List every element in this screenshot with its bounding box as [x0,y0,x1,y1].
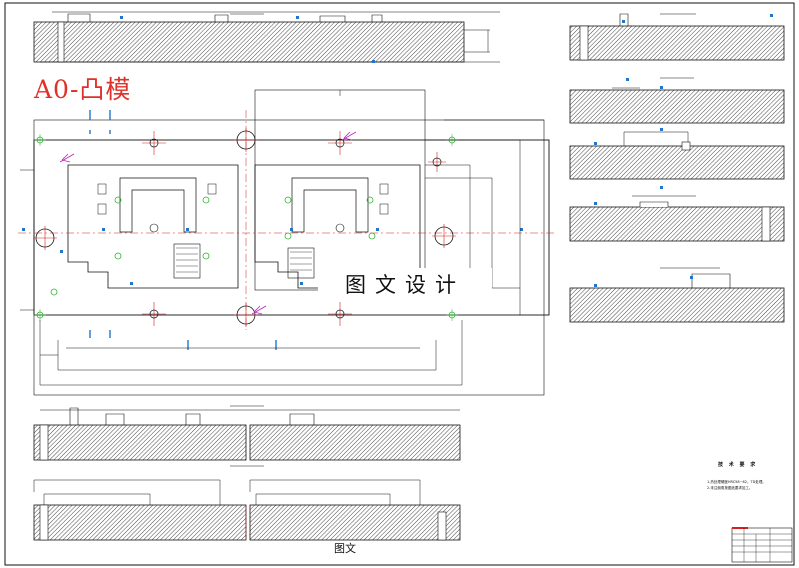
sheet-border [4,2,795,566]
drawing-title: A0-凸模 [34,75,132,104]
right-section-views [569,13,785,323]
top-section-view [33,11,500,63]
watermark-bottom: 图文 [327,542,363,556]
title-block [731,527,793,563]
technical-note-line: 2.未注倒角按图纸要求加工。 [707,486,753,490]
technical-note-line: 1.热处理硬度HRC58~62，TD处理。 [707,480,766,484]
technical-notes-heading: 技 术 要 求 [718,462,758,468]
bottom-section-views [33,405,461,541]
watermark: 图文设计 [318,268,492,302]
main-plan-view [18,16,556,396]
